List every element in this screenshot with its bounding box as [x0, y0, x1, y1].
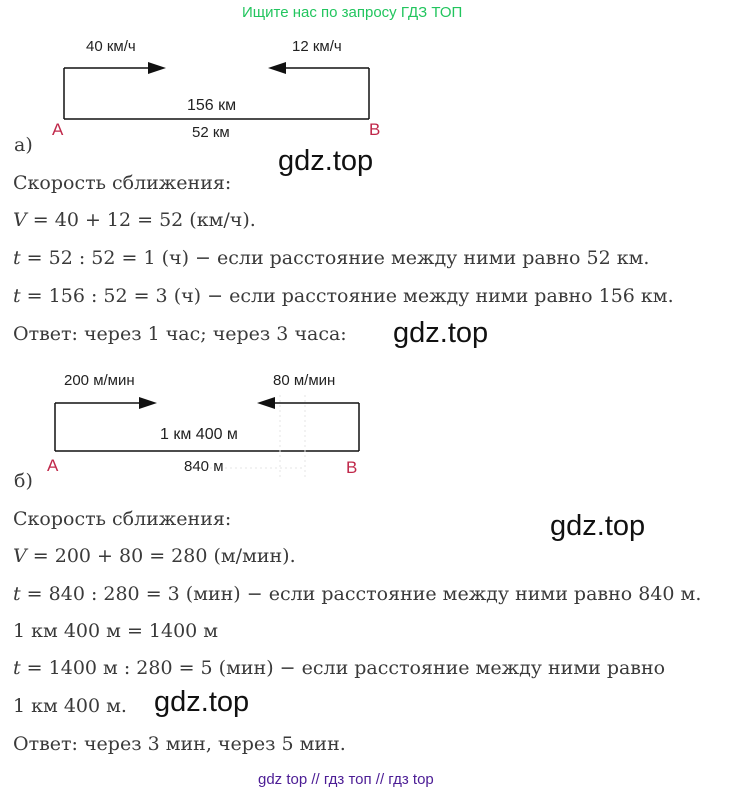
diagram-b-right-arrowhead	[257, 397, 275, 409]
diagram-b-distance-black: 840 м	[184, 458, 224, 475]
diagram-b-right-speed: 80 м/мин	[273, 372, 336, 389]
part-b-answer: Ответ: через 3 мин, через 5 мин.	[13, 733, 346, 755]
var-t: t	[13, 583, 21, 605]
part-a-line2: V = 40 + 12 = 52 (км/ч).	[13, 209, 256, 231]
part-b-line5: t = 1400 м : 280 = 5 (мин) − если рассто…	[13, 657, 666, 679]
part-a-label: а)	[14, 134, 33, 156]
var-t: t	[13, 247, 21, 269]
part-a-line1: Скорость сближения:	[13, 172, 232, 194]
watermark: gdz.top	[550, 510, 646, 542]
part-a-line4: t = 156 : 52 = 3 (ч) − если расстояние м…	[13, 285, 674, 307]
part-b-line6: 1 км 400 м.	[13, 695, 127, 717]
diagram-b-distance-red: 1 км 400 м	[160, 426, 238, 443]
var-v: V	[13, 545, 27, 567]
diagram-a-distance-red: 156 км	[187, 97, 237, 114]
footer-links[interactable]: gdz top // гдз топ // гдз top	[258, 771, 434, 788]
diagram-b-point-a: A	[47, 456, 59, 475]
diagram-a-right-speed: 12 км/ч	[292, 38, 342, 55]
diagram-b-point-b: B	[346, 458, 358, 477]
var-t: t	[13, 657, 21, 679]
part-a-answer: Ответ: через 1 час; через 3 часа:	[13, 323, 347, 345]
diagram-a-right-arrowhead	[268, 62, 286, 74]
part-b-label: б)	[14, 470, 33, 492]
diagram-a-distance-black: 52 км	[192, 124, 230, 141]
var-v: V	[13, 209, 27, 231]
watermark: gdz.top	[278, 145, 374, 177]
diagram-a-left-arrowhead	[148, 62, 166, 74]
diagram-a-shapes	[63, 62, 370, 120]
diagram-a-left-speed: 40 км/ч	[86, 38, 136, 55]
part-b-line1: Скорость сближения:	[13, 508, 232, 530]
diagram-b-left-arrowhead	[139, 397, 157, 409]
part-b-line4: 1 км 400 м = 1400 м	[13, 620, 219, 642]
watermark: gdz.top	[393, 317, 489, 349]
diagram-a-point-b: B	[369, 120, 381, 139]
var-t: t	[13, 285, 21, 307]
part-b-line3: t = 840 : 280 = 3 (мин) − если расстояни…	[13, 583, 702, 605]
diagram-b-shapes	[54, 395, 360, 480]
header-search-link[interactable]: Ищите нас по запросу ГДЗ ТОП	[242, 4, 463, 21]
watermark: gdz.top	[154, 686, 250, 718]
part-b-line2: V = 200 + 80 = 280 (м/мин).	[13, 545, 296, 567]
diagram-b-left-speed: 200 м/мин	[64, 372, 135, 389]
diagram-a-point-a: A	[52, 120, 64, 139]
part-a-line3: t = 52 : 52 = 1 (ч) − если расстояние ме…	[13, 247, 650, 269]
